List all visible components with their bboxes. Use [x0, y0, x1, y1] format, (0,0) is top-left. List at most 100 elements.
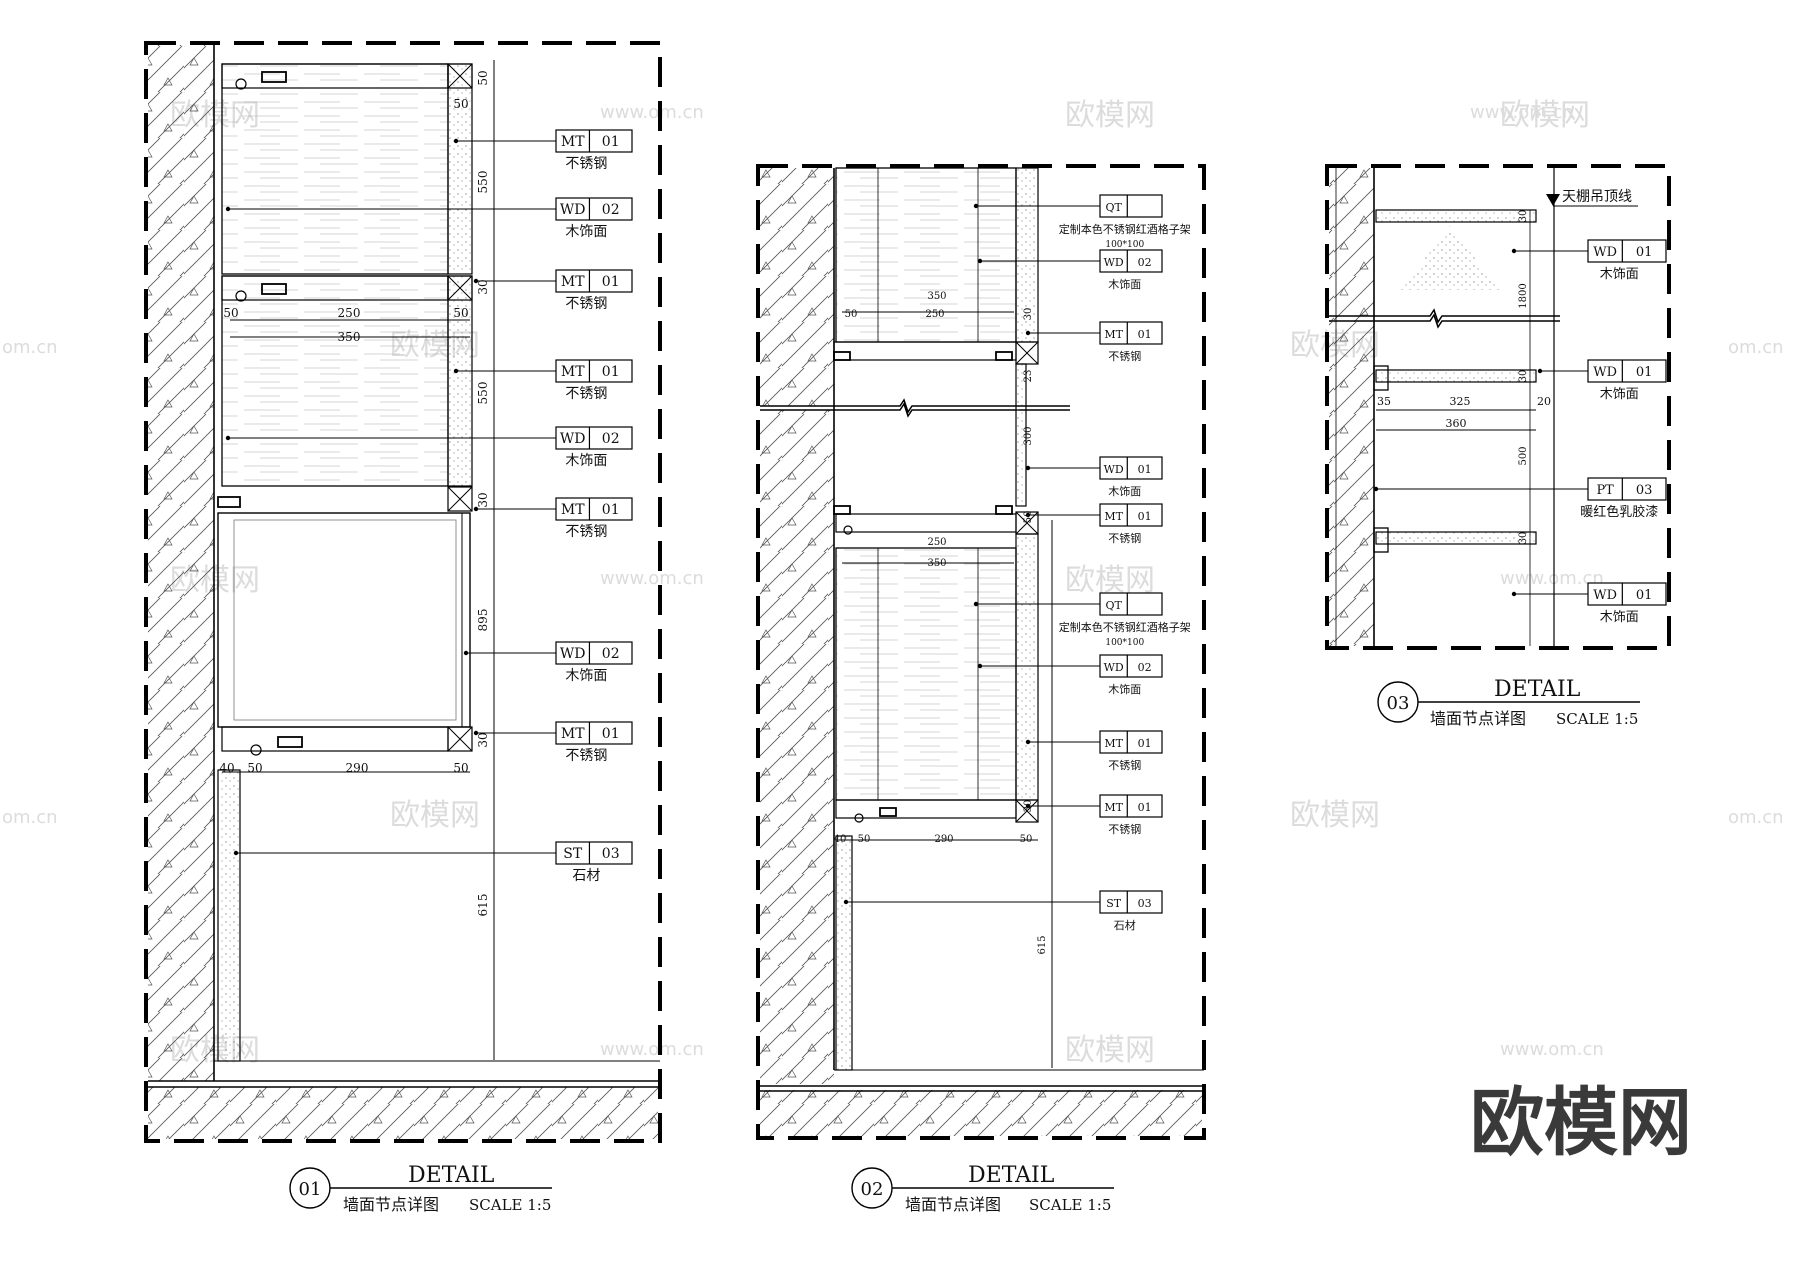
material-description: 定制本色不锈钢红酒格子架 [1059, 222, 1191, 236]
material-code: MT [1104, 737, 1123, 750]
material-number: 02 [602, 202, 620, 218]
dimension-label: 23 [1023, 370, 1034, 383]
dimension-label: 40 [834, 834, 847, 845]
material-callout-tag [1099, 456, 1163, 480]
watermark-url: www.om.cn [1470, 102, 1574, 123]
material-code: MT [561, 274, 585, 290]
dimension-label: 20 [1537, 395, 1551, 408]
material-callout-tag [1099, 249, 1163, 273]
material-callout-tag [555, 269, 633, 293]
dimension-label: 350 [927, 291, 946, 302]
detail-02-number: 02 [861, 1179, 884, 1200]
material-number: 02 [1138, 256, 1152, 269]
material-code: WD [560, 202, 586, 218]
dimension-label: 50 [453, 97, 468, 111]
material-callout-tag [555, 359, 633, 383]
material-callout-tag [1099, 794, 1163, 818]
material-number: 01 [1138, 801, 1152, 814]
dimension-label: 290 [346, 761, 369, 775]
material-description: 石材 [572, 868, 600, 884]
material-code: MT [561, 726, 585, 742]
dimension-label: 360 [1446, 417, 1467, 430]
material-code: PT [1596, 483, 1614, 498]
material-callout-tag [1099, 592, 1163, 616]
material-code: WD [1593, 588, 1617, 603]
material-code: WD [1593, 245, 1617, 260]
material-code: ST [1106, 897, 1122, 910]
material-code: WD [1104, 463, 1124, 476]
material-code: WD [1104, 661, 1124, 674]
dimension-label: 50 [247, 761, 262, 775]
watermark-logo: 欧模网 [1065, 98, 1155, 133]
detail-03-number: 03 [1387, 693, 1410, 714]
material-code: ST [563, 846, 583, 862]
dimension-label: 50 [453, 761, 468, 775]
material-description: 定制本色不锈钢红酒格子架 [1059, 620, 1191, 634]
material-description: 木饰面 [565, 668, 607, 684]
material-code: WD [1593, 365, 1617, 380]
watermark-url: www.om.cn [1500, 568, 1604, 589]
detail-01-scale: SCALE 1:5 [469, 1196, 551, 1214]
detail-03-subtitle: 墙面节点详图 [1430, 709, 1526, 728]
material-description: 木饰面 [1600, 267, 1639, 282]
material-number: 03 [1636, 483, 1653, 498]
material-number: 01 [1138, 463, 1152, 476]
material-number: 03 [1138, 897, 1152, 910]
material-code: MT [561, 364, 585, 380]
ceiling-line-label: 天棚吊顶线 [1562, 189, 1632, 205]
dimension-label: 500 [1518, 446, 1529, 465]
material-size: 100*100 [1105, 240, 1144, 250]
material-callout-tag [1587, 477, 1667, 501]
material-description: 不锈钢 [565, 156, 607, 172]
dimension-label: 30 [1518, 210, 1529, 223]
detail-02-subtitle: 墙面节点详图 [905, 1195, 1001, 1214]
dimension-label: 250 [338, 306, 361, 320]
material-callout-tag [555, 841, 633, 865]
dimension-label: 40 [219, 761, 234, 775]
material-code: WD [560, 431, 586, 447]
material-number: 02 [602, 431, 620, 447]
material-callout-tag [1099, 730, 1163, 754]
material-callout-tag [1099, 654, 1163, 678]
material-callout-tag [555, 497, 633, 521]
material-callout-tag [555, 641, 633, 665]
dimension-label: 1800 [1518, 283, 1529, 308]
material-number: 01 [1636, 588, 1653, 603]
material-number: 01 [1636, 245, 1653, 260]
watermark-logo: 欧模网 [1065, 1033, 1155, 1068]
dimension-label: 30 [1518, 370, 1529, 383]
material-number: 01 [1636, 365, 1653, 380]
material-description: 木饰面 [1108, 484, 1141, 498]
material-description: 不锈钢 [565, 524, 607, 540]
material-description: 不锈钢 [1108, 759, 1141, 772]
material-description: 不锈钢 [565, 296, 607, 312]
material-code: MT [1104, 510, 1123, 523]
material-description: 不锈钢 [565, 748, 607, 764]
material-number: 01 [602, 134, 620, 150]
dimension-label: 325 [1450, 395, 1471, 408]
dimension-label: 290 [934, 834, 953, 845]
dimension-label: 50 [858, 834, 871, 845]
dimension-label: 50 [453, 306, 468, 320]
dimension-label: 895 [476, 609, 490, 632]
material-description: 木饰面 [1108, 277, 1141, 291]
material-callout-tag [1099, 194, 1163, 218]
brand-logo: 欧模网 [1470, 1080, 1692, 1166]
material-code: QT [1105, 599, 1122, 612]
dimension-label: 35 [1377, 395, 1391, 408]
material-number: 01 [1138, 737, 1152, 750]
material-description: 石材 [1114, 918, 1136, 932]
detail-03-scale: SCALE 1:5 [1556, 710, 1638, 728]
dimension-label: 615 [476, 894, 490, 917]
material-description: 木饰面 [1600, 387, 1639, 402]
dimension-label: 550 [476, 382, 490, 405]
detail-01-subtitle: 墙面节点详图 [343, 1195, 439, 1214]
dimension-label: 300 [1023, 426, 1034, 445]
watermark-url: www.om.cn [1500, 1039, 1604, 1060]
detail-03-title: DETAIL [1494, 677, 1581, 702]
material-callout-tag [555, 426, 633, 450]
watermark-url: www.om.cn [600, 1039, 704, 1060]
dimension-label: 250 [925, 309, 944, 320]
